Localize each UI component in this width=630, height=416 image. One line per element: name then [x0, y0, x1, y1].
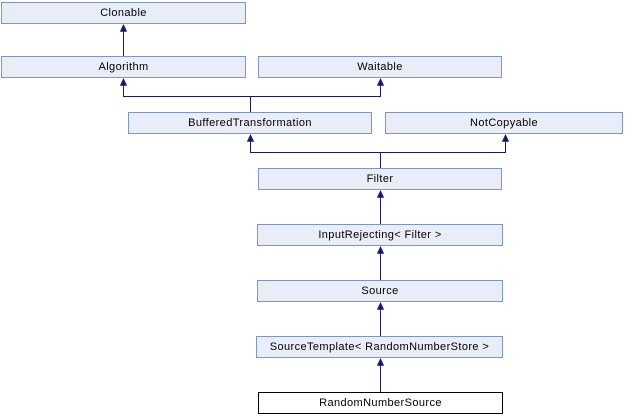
class-node-clonable[interactable]: Clonable	[1, 2, 246, 24]
class-node-source[interactable]: Source	[257, 280, 503, 302]
edge-source-to-inputrejecting	[376, 245, 385, 280]
class-node-not-copyable[interactable]: NotCopyable	[385, 112, 623, 134]
edge-algorithm-to-clonable	[119, 23, 128, 56]
edge-inputrejecting-to-filter	[376, 189, 385, 224]
edge-randomnumbersource-to-sourcetemplate	[376, 357, 385, 392]
class-node-input-rejecting-filter[interactable]: InputRejecting< Filter >	[257, 224, 503, 246]
class-node-filter[interactable]: Filter	[258, 168, 502, 190]
class-node-algorithm[interactable]: Algorithm	[1, 56, 246, 78]
class-node-random-number-source-current: RandomNumberSource	[258, 392, 503, 414]
class-node-source-template[interactable]: SourceTemplate< RandomNumberStore >	[256, 336, 503, 358]
edge-bufferedtransformation-to-algorithm-waitable	[119, 77, 385, 112]
class-node-buffered-transformation[interactable]: BufferedTransformation	[128, 112, 372, 134]
edge-sourcetemplate-to-source	[376, 301, 385, 336]
class-node-waitable[interactable]: Waitable	[258, 56, 502, 78]
edge-filter-to-bufferedtransformation-notcopyable	[246, 133, 510, 168]
